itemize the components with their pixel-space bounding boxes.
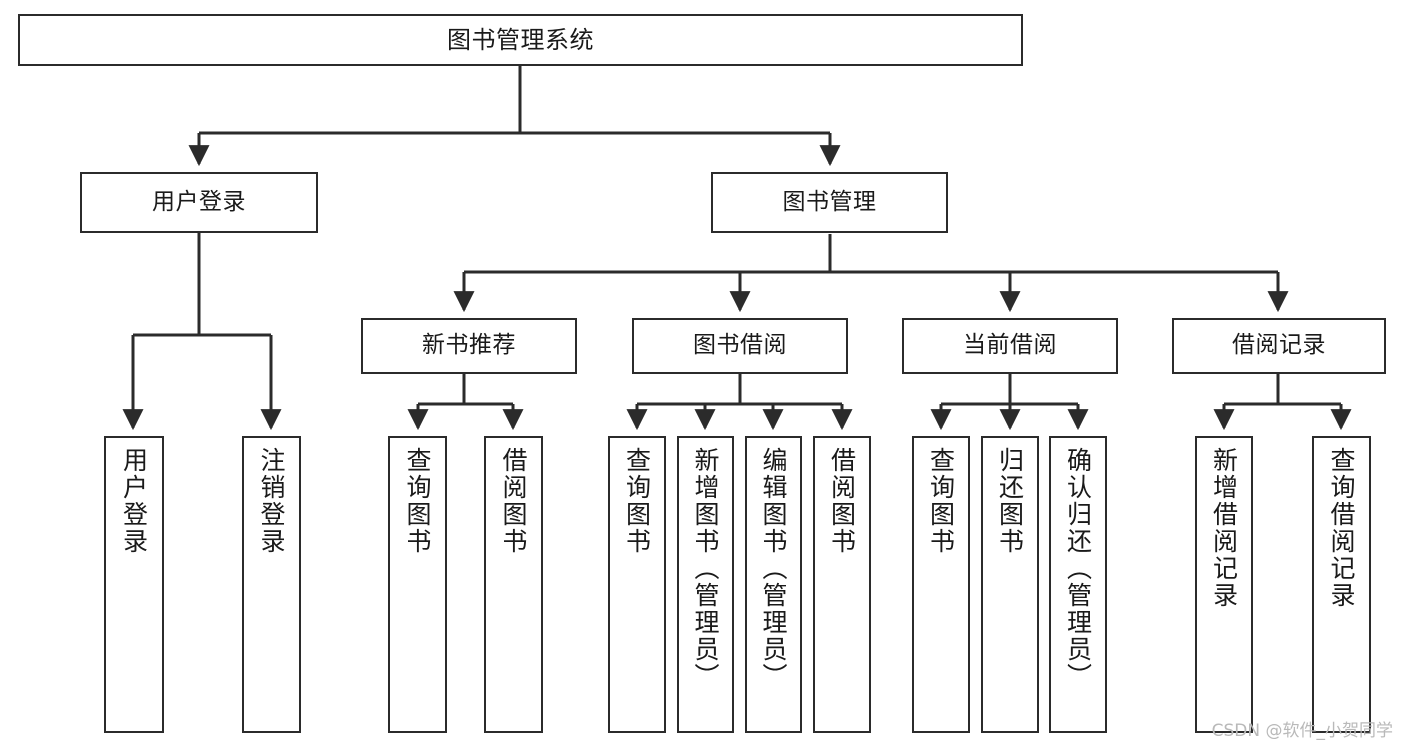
node-leaf-query-book-2[interactable]: 查询图书 <box>608 436 666 733</box>
node-leaf-user-logout[interactable]: 注销登录 <box>242 436 301 733</box>
node-leaf-borrow-book-2[interactable]: 借阅图书 <box>813 436 871 733</box>
node-leaf-query-book-1[interactable]: 查询图书 <box>388 436 447 733</box>
node-leaf-add-book[interactable]: 新增图书（管理员） <box>677 436 734 733</box>
node-leaf-user-login[interactable]: 用户登录 <box>104 436 164 733</box>
node-new-book-recommend[interactable]: 新书推荐 <box>361 318 577 374</box>
node-leaf-user-logout-label: 注销登录 <box>257 447 286 555</box>
node-book-manage-label: 图书管理 <box>782 188 877 215</box>
node-book-borrow[interactable]: 图书借阅 <box>632 318 848 374</box>
node-current-borrow-label: 当前借阅 <box>963 332 1057 359</box>
csdn-watermark: CSDN @软件_小贺同学 <box>1211 721 1393 741</box>
node-book-borrow-label: 图书借阅 <box>693 332 787 359</box>
node-leaf-add-book-label: 新增图书（管理员） <box>691 447 720 690</box>
node-leaf-query-book-1-label: 查询图书 <box>403 447 432 555</box>
node-leaf-query-record-label: 查询借阅记录 <box>1327 447 1356 609</box>
node-leaf-edit-book-label: 编辑图书（管理员） <box>759 447 788 690</box>
node-leaf-user-login-label: 用户登录 <box>119 447 149 555</box>
node-leaf-add-record-label: 新增借阅记录 <box>1209 447 1239 609</box>
node-leaf-query-book-3[interactable]: 查询图书 <box>912 436 970 733</box>
node-root[interactable]: 图书管理系统 <box>18 14 1023 66</box>
node-leaf-confirm-return-label: 确认归还（管理员） <box>1063 447 1093 690</box>
node-leaf-confirm-return[interactable]: 确认归还（管理员） <box>1049 436 1107 733</box>
node-leaf-query-book-3-label: 查询图书 <box>926 447 956 555</box>
node-leaf-borrow-book-2-label: 借阅图书 <box>827 447 857 555</box>
node-borrow-record-label: 借阅记录 <box>1232 332 1326 359</box>
node-book-manage[interactable]: 图书管理 <box>711 172 948 233</box>
node-user-login[interactable]: 用户登录 <box>80 172 318 233</box>
node-user-login-label: 用户登录 <box>152 188 246 215</box>
node-leaf-add-record[interactable]: 新增借阅记录 <box>1195 436 1253 733</box>
node-leaf-return-book[interactable]: 归还图书 <box>981 436 1039 733</box>
node-current-borrow[interactable]: 当前借阅 <box>902 318 1118 374</box>
node-leaf-return-book-label: 归还图书 <box>995 447 1025 555</box>
node-leaf-query-book-2-label: 查询图书 <box>622 447 652 555</box>
node-new-book-recommend-label: 新书推荐 <box>422 332 516 359</box>
node-leaf-borrow-book-1[interactable]: 借阅图书 <box>484 436 543 733</box>
node-borrow-record[interactable]: 借阅记录 <box>1172 318 1386 374</box>
node-leaf-query-record[interactable]: 查询借阅记录 <box>1312 436 1371 733</box>
node-root-label: 图书管理系统 <box>447 25 594 54</box>
node-leaf-borrow-book-1-label: 借阅图书 <box>499 447 528 555</box>
node-leaf-edit-book[interactable]: 编辑图书（管理员） <box>745 436 802 733</box>
